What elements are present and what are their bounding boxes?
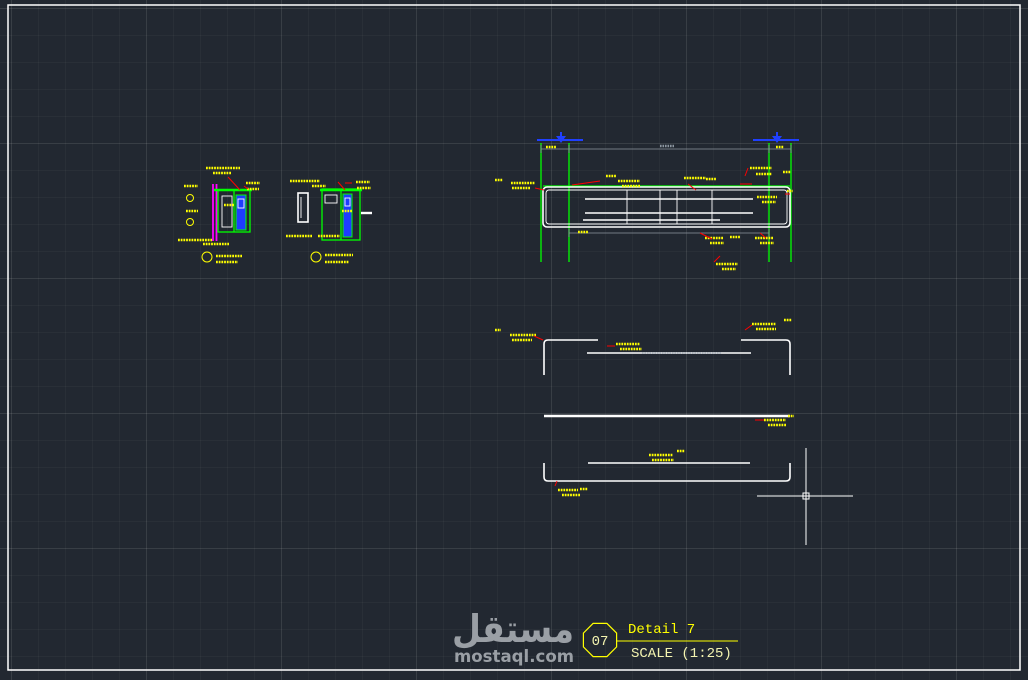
leader-line [554, 480, 558, 487]
leader-line [744, 324, 753, 331]
leader-line [687, 183, 697, 191]
detail-callout-circle [201, 251, 213, 263]
section-detail-b [297, 188, 372, 263]
section-marker-symbol [186, 194, 194, 202]
leader-line [744, 167, 749, 177]
rebar-zone-fill [342, 193, 353, 238]
section-marker-symbol [186, 218, 194, 226]
section-inner-outline [221, 195, 233, 228]
leader-line [533, 335, 544, 341]
rebar-zone-inner [344, 197, 351, 207]
detail-scale: SCALE (1:25) [631, 646, 732, 662]
detail-callout-circle [310, 251, 322, 263]
level-marker-left [537, 132, 583, 143]
cursor-pickbox [802, 492, 810, 500]
top-bar-hook-right [741, 339, 791, 375]
leader-line [571, 180, 601, 186]
drawing-frame [7, 4, 1021, 671]
level-triangle-icon [556, 136, 566, 143]
beam-outline [542, 186, 791, 228]
detail-number-octagon [582, 622, 618, 658]
top-dimension [540, 144, 792, 153]
level-marker-right [753, 132, 799, 143]
crosshair-cursor-icon [757, 448, 853, 545]
leader-line [759, 232, 767, 239]
leader-line [337, 181, 346, 191]
precast-element-outline [297, 192, 309, 223]
leader-line [534, 187, 545, 191]
watermark-latin: mostaql.com [454, 647, 574, 667]
watermark-arabic: مستقل [452, 607, 574, 651]
top-bar-hook-left [543, 339, 598, 375]
watermark: مستقل mostaql.com [452, 607, 574, 667]
section-inner-outline [324, 194, 338, 204]
bottom-dimension [568, 229, 770, 237]
leader-line [243, 185, 249, 190]
beam-inner-outline [545, 189, 788, 225]
leader-line [699, 232, 713, 240]
section-detail-a [186, 184, 252, 263]
rebar-zone-fill [235, 194, 247, 231]
annotation-layer [178, 145, 794, 497]
leader-layer [227, 167, 790, 487]
detail-number: 07 [592, 634, 609, 650]
leader-line [713, 255, 721, 263]
bottom-bar-hooked [543, 463, 791, 482]
leader-line [227, 176, 241, 191]
detail-title-block: 07 Detail 7 SCALE (1:25) [582, 622, 738, 662]
detail-title: Detail 7 [628, 622, 695, 638]
rebar-zone-inner [237, 198, 245, 209]
bar-shapes [543, 339, 791, 482]
level-triangle-icon [772, 136, 782, 143]
